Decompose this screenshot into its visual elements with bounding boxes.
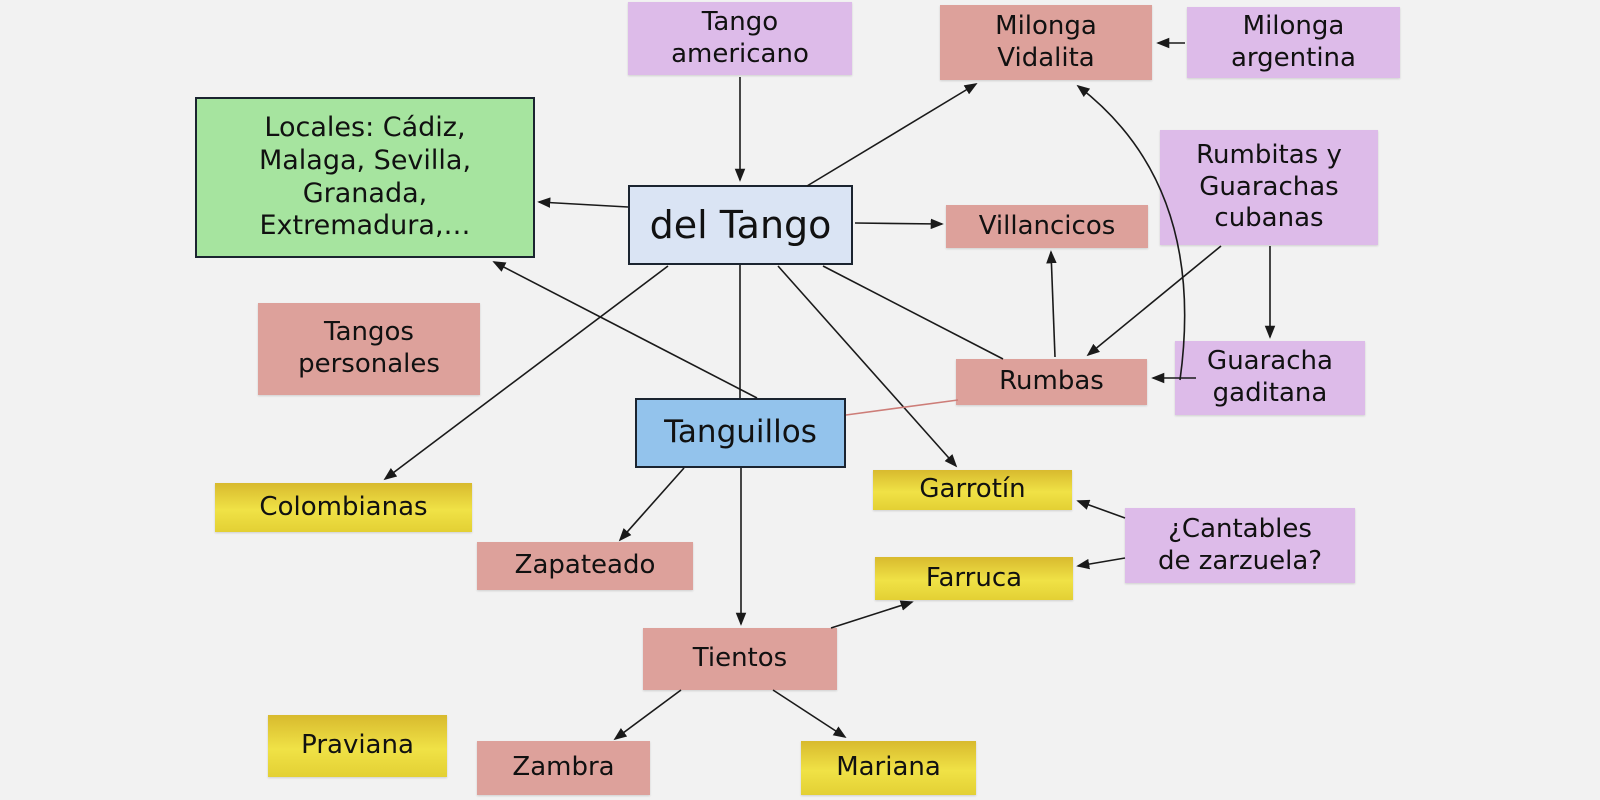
node-label: Mariana	[836, 752, 941, 783]
node-label: Locales: Cádiz, Malaga, Sevilla, Granada…	[258, 111, 472, 242]
node-rumbas[interactable]: Rumbas	[956, 359, 1147, 405]
node-tango-americano[interactable]: Tango americano	[628, 2, 852, 75]
node-cantables[interactable]: ¿Cantables de zarzuela?	[1125, 508, 1355, 583]
node-locales[interactable]: Locales: Cádiz, Malaga, Sevilla, Granada…	[195, 97, 535, 258]
node-farruca[interactable]: Farruca	[875, 557, 1073, 600]
node-label: ¿Cantables de zarzuela?	[1157, 513, 1323, 576]
node-label: Praviana	[301, 730, 414, 761]
node-guaracha-gaditana[interactable]: Guaracha gaditana	[1175, 341, 1365, 415]
node-label: Milonga Vidalita	[995, 10, 1097, 73]
node-tientos[interactable]: Tientos	[643, 628, 837, 690]
node-label: Tango americano	[671, 6, 809, 69]
node-colombianas[interactable]: Colombianas	[215, 483, 472, 532]
node-praviana[interactable]: Praviana	[268, 715, 447, 777]
node-label: Garrotín	[919, 474, 1026, 505]
node-tangos-personales[interactable]: Tangos personales	[258, 303, 480, 395]
node-label: Zapateado	[514, 550, 656, 581]
node-mariana[interactable]: Mariana	[801, 741, 976, 795]
node-zapateado[interactable]: Zapateado	[477, 542, 693, 590]
node-milonga-argentina[interactable]: Milonga argentina	[1187, 7, 1400, 78]
node-label: Zambra	[512, 752, 615, 783]
node-label: Rumbas	[999, 366, 1104, 397]
node-zambra[interactable]: Zambra	[477, 741, 650, 795]
node-garrotin[interactable]: Garrotín	[873, 470, 1072, 510]
node-label: Villancicos	[978, 210, 1116, 241]
node-del-tango[interactable]: del Tango	[628, 185, 853, 265]
node-label: Rumbitas y Guarachas cubanas	[1196, 139, 1342, 234]
node-label: Milonga argentina	[1231, 10, 1356, 73]
node-villancicos[interactable]: Villancicos	[946, 205, 1148, 248]
node-label: Farruca	[925, 562, 1023, 593]
node-tanguillos[interactable]: Tanguillos	[635, 398, 846, 468]
node-rumbitas-cubanas[interactable]: Rumbitas y Guarachas cubanas	[1160, 130, 1378, 245]
node-label: Tientos	[692, 643, 788, 674]
node-label: Tangos personales	[298, 317, 440, 379]
node-milonga-vidalita[interactable]: Milonga Vidalita	[940, 5, 1152, 80]
node-label: del Tango	[649, 202, 832, 247]
node-label: Guaracha gaditana	[1207, 346, 1333, 408]
node-label: Tanguillos	[664, 414, 817, 451]
node-label: Colombianas	[259, 491, 428, 522]
